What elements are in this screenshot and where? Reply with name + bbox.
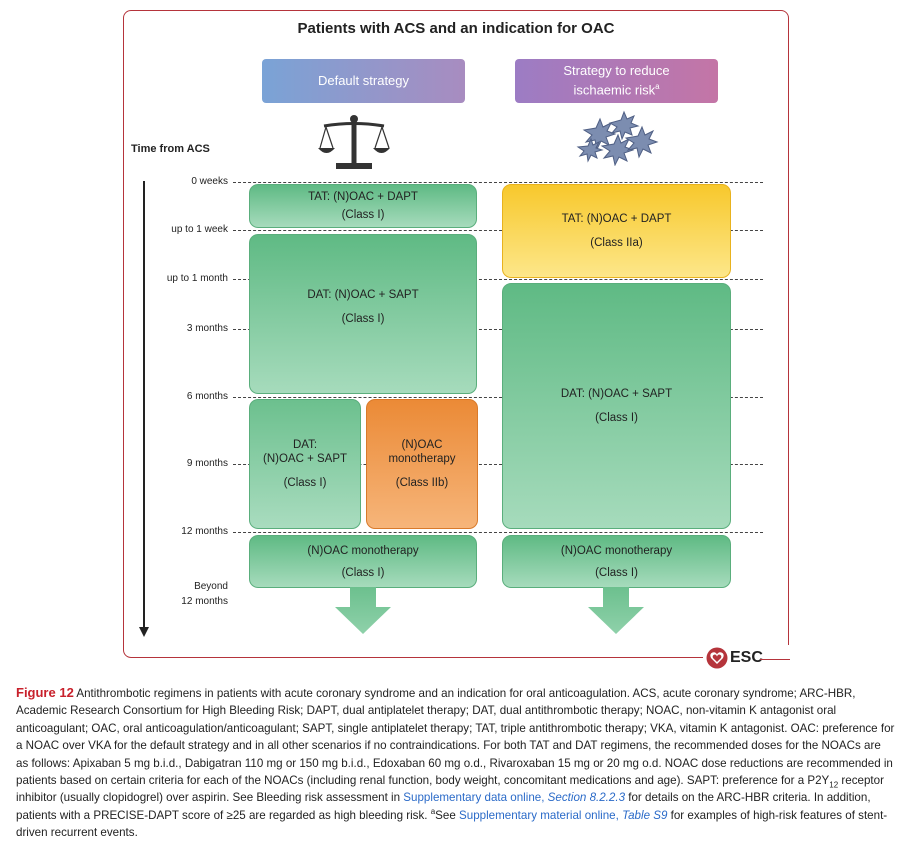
time-axis-line [143, 181, 145, 633]
supplementary-material-link[interactable]: Supplementary material online, Table S9 [459, 808, 668, 822]
figure-label: Figure 12 [16, 685, 74, 700]
gridline [233, 230, 763, 231]
default-tat-box: TAT: (N)OAC + DAPT(Class I) [249, 184, 477, 228]
gridline [233, 182, 763, 183]
tick-label: 3 months [186, 323, 228, 334]
default-strategy-header: Default strategy [262, 59, 465, 103]
figure-title: Patients with ACS and an indication for … [297, 20, 615, 37]
time-axis-arrowhead [139, 627, 149, 637]
time-axis-title: Time from ACS [131, 143, 210, 155]
figure-caption: Figure 12 Antithrombotic regimens in pat… [16, 685, 895, 840]
supplementary-data-link[interactable]: Supplementary data online, Section 8.2.2… [403, 791, 626, 805]
reduce-continue-arrow [588, 587, 644, 634]
default-dat-short-box: DAT:(N)OAC + SAPT(Class I) [249, 399, 361, 529]
gridline [233, 532, 763, 533]
reduce-monotherapy-box: (N)OAC monotherapy(Class I) [502, 535, 731, 588]
default-continue-arrow [335, 587, 391, 634]
gridline [233, 464, 763, 465]
esc-heart-icon [706, 647, 728, 669]
frame-tail-line [760, 659, 790, 660]
esc-logo-text: ESC [730, 649, 763, 666]
gridline [233, 397, 763, 398]
platelet-cluster-icon [576, 110, 659, 166]
gridline [233, 279, 763, 280]
reduce-tat-box: TAT: (N)OAC + DAPT(Class IIa) [502, 184, 731, 278]
tick-label: up to 1 month [166, 273, 228, 284]
balance-scale-icon [318, 115, 390, 169]
reduce-dat-box: DAT: (N)OAC + SAPT(Class I) [502, 283, 731, 529]
tick-label: 12 months [181, 526, 228, 537]
default-dat-box: DAT: (N)OAC + SAPT(Class I) [249, 234, 477, 394]
gridline [233, 329, 763, 330]
tick-label: up to 1 week [171, 224, 228, 235]
tick-label: 0 weeks [191, 176, 228, 187]
tick-label: 9 months [186, 458, 228, 469]
default-monotherapy-box: (N)OAC monotherapy(Class I) [249, 535, 477, 588]
tick-label: 6 months [186, 391, 228, 402]
figure-frame [123, 10, 789, 658]
